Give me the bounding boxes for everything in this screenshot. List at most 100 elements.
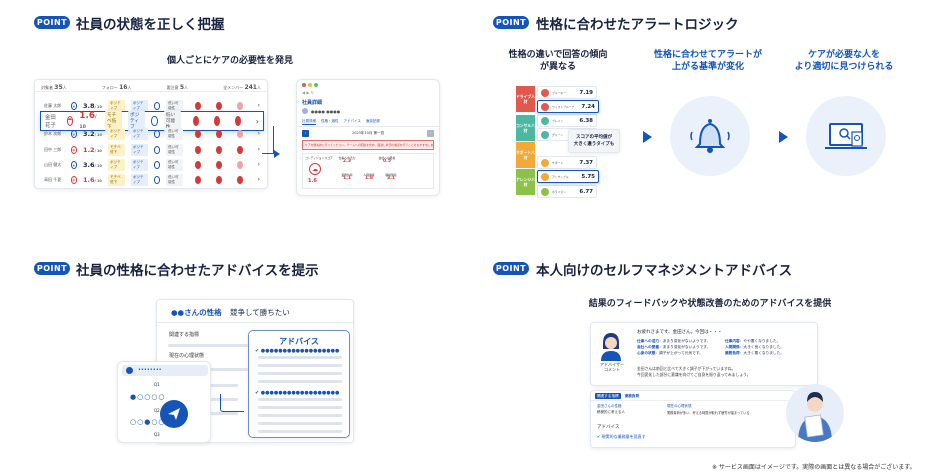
employee-score-denom: / 10 [94,178,102,183]
browser-user-row: ●●●● ●●●● [297,106,439,116]
avatar [541,88,549,97]
tab-workload[interactable]: 業務負荷 [624,394,640,398]
status-dot [215,129,222,138]
tab-interview[interactable]: 面談記録 [365,119,380,123]
date-label: 2023年10月 第一週 [352,131,384,135]
avatar [541,102,549,111]
group-label: ドライブ人材 [516,86,535,112]
doc-header-name: さんの性格 [184,308,222,317]
tab-detail[interactable]: 社員詳細 [302,119,316,125]
refresh-icon [153,145,161,154]
section-2-title: 性格に合わせたアラートロジック [536,17,739,33]
doc-header-trait: 競争して勝ちたい [229,308,290,317]
score-panel-value: 1.6 [308,178,317,184]
chevron-right-icon[interactable]: › [257,176,260,183]
detail-tabs: 関連する指標 業務負荷 [591,391,795,401]
minimize-dot-icon[interactable] [308,83,312,87]
q-label: Q1 [154,382,160,387]
type-score: 5.75 [581,173,595,180]
type-name: ホライズン [552,189,566,194]
doc-header-dots: ●● [171,308,185,317]
next-week-button[interactable]: › [426,130,434,137]
status-dot [236,129,243,138]
metric-value: 1.8 [365,176,373,181]
browser-window: ◀ ▶ ↻ 社員詳細 ●●●● ●●●● 社員詳細 性格・適性 アドバイス 面談… [296,79,440,196]
metric-label: 仕事への活力 [338,156,356,160]
employee-score: 3.8 [83,101,95,110]
detail-advice-item: ✔ 現実的な業務量を見直す [597,434,646,439]
q-label: Q3 [154,432,160,437]
employee-name: 佐藤 太郎 [44,102,62,108]
advice-detail-card: 関連する指標 業務負荷 金田さんの性格 積極的に考える人 現在の心理状態 業務負… [590,390,796,448]
point-badge: POINT [493,262,529,275]
column-2-caption: 性格に合わせてアラートが 上がる基準が変化 [652,49,764,73]
status-dot [192,115,199,127]
close-dot-icon[interactable] [302,83,306,87]
status-dot [236,101,243,110]
type-score: 7.37 [579,159,593,166]
chevron-right-icon[interactable]: › [257,130,261,137]
employee-score-denom: / 10 [94,163,102,168]
type-score: 6.77 [579,188,593,195]
connector-arrowhead [274,150,280,158]
placeholder-bar [258,430,342,433]
status-badge: 低い可能性 [166,173,183,186]
type-name: アンサンブル [552,174,569,179]
group-label: コンサル人材 [516,115,535,141]
section-1-subtitle: 個人ごとにケアの必要性を発見 [166,56,293,66]
metric-value: 1.1 [343,176,351,181]
tab-related[interactable]: 関連する指標 [595,393,621,399]
employee-score: 1.6 [82,175,95,184]
status-dot [213,115,220,127]
group-label: アレンジ人材 [516,169,535,195]
avatar [541,172,549,181]
tab-advice[interactable]: アドバイス [343,119,361,123]
maximize-dot-icon[interactable] [314,83,318,87]
prev-week-button[interactable]: ‹ [302,130,309,137]
status-badge: ポジティブ [130,158,148,171]
status-dot [236,145,243,154]
chevron-right-icon[interactable]: › [257,102,261,109]
status-dot [236,175,243,184]
caption-line: ケアが必要な人を [807,50,880,60]
employee-score: 1.6 [79,111,95,121]
employee-score-denom: / 10 [94,104,102,109]
col-personality-value: 積極的に考える人 [597,410,625,414]
chevron-right-icon[interactable]: › [255,116,259,126]
weather-rain-icon: ☂ [70,145,77,154]
laptop-circle [806,96,886,176]
status-badge: ポジティブ [130,143,148,156]
tab-personality[interactable]: 性格・適性 [321,119,339,123]
type-name: サポート [552,160,564,165]
radio-row[interactable]: ○○●○○ [130,418,166,426]
browser-nav-icons[interactable]: ◀ ▶ ↻ [302,90,315,95]
survey-user-pass: •••••••• [138,367,162,373]
tooltip-callout: スコアの平均値が 大きく違うタイプも [568,129,620,153]
status-badge: 低い可能性 [166,143,183,156]
status-dot [215,145,222,154]
column-1-caption: 性格の違いで回答の傾向 が異なる [502,49,614,73]
chevron-right-icon[interactable]: › [257,146,260,153]
send-icon[interactable] [160,400,188,428]
q-label: Q2 [154,408,160,413]
weather-rain-icon: ☂ [66,115,74,127]
employee-name: 鈴木 次郎 [44,130,62,136]
refresh-icon [150,115,158,127]
advisor-label: アドバイザーコメント [600,362,624,372]
metric-label: 業務負荷 [341,173,353,177]
status-badge: 低い可能性 [166,158,183,171]
radio-row[interactable]: ●○○○○ [130,393,166,401]
employee-score-denom: / 10 [94,132,102,137]
tooltip-line: 大きく違うタイプも [573,142,615,147]
col-state-value: 業務負荷が多い、考える時間が取れず疲労が溜まっている [667,411,750,415]
section-4-title: 本人向けのセルフマネジメントアドバイス [536,263,793,279]
weather-sun-icon: ☀ [70,101,78,110]
chevron-right-icon[interactable]: › [257,161,261,168]
